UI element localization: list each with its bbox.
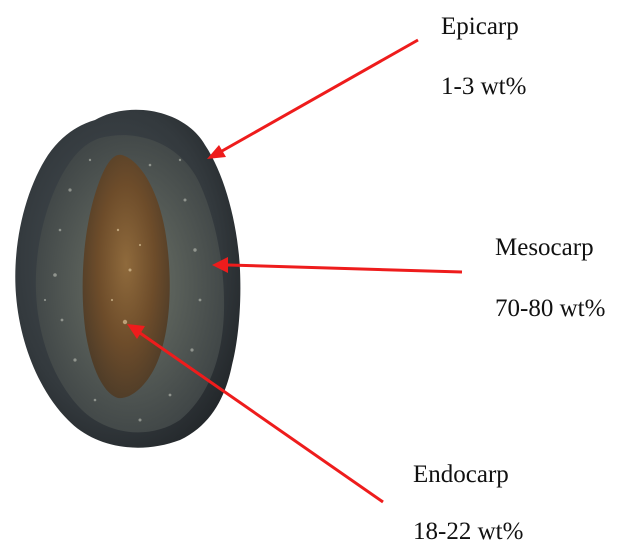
epicarp-weight-label: 1-3 wt% [441,72,526,102]
mesocarp-label: Mesocarp [495,233,594,263]
mesocarp-arrow-line [228,265,462,272]
endocarp-weight-label: 18-22 wt% [413,517,523,547]
mesocarp-weight-label: 70-80 wt% [495,294,605,324]
endocarp-label: Endocarp [413,460,509,490]
epicarp-arrow [207,40,418,159]
mesocarp-arrow [212,257,462,273]
epicarp-label: Epicarp [441,12,519,42]
epicarp-arrow-line [222,40,418,151]
